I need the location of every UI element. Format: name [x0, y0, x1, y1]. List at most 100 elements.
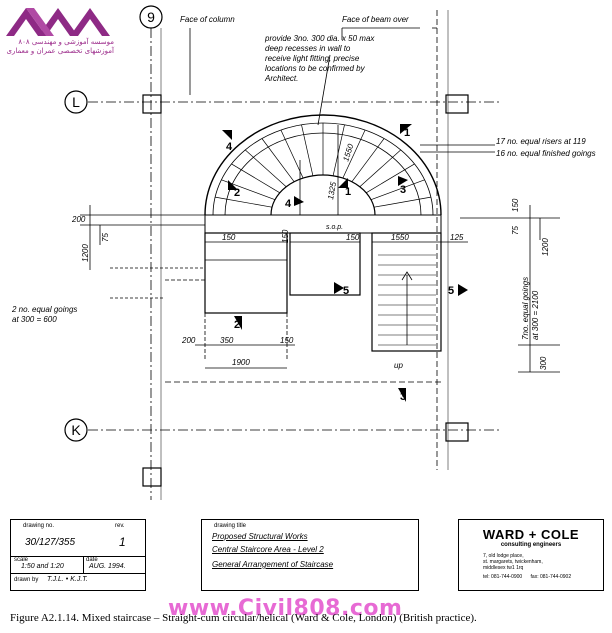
tread-line	[231, 163, 280, 194]
note-goings: 16 no. equal finished goings	[496, 149, 596, 158]
dim-1200-right: 1200	[541, 238, 550, 256]
firm-phone: tel: 081-744-0900 fax: 081-744-0902	[483, 574, 572, 580]
note-up: up	[394, 361, 403, 370]
revision-number: 1	[119, 535, 126, 549]
logo: موسسه آموزشی و مهندسی ۸۰۸ آموزشهای تخصصی…	[2, 2, 114, 68]
dim-350: 350	[220, 336, 234, 345]
dim-150-a: 150	[222, 233, 236, 242]
logo-mark-icon	[6, 8, 110, 36]
drawing-title-line-2: Central Staircore Area - Level 2	[212, 545, 324, 554]
marker-3-right: 3	[400, 184, 406, 196]
watermark: www.Civil808.com	[168, 596, 403, 621]
grid-label-L: L	[72, 94, 80, 110]
drawing-no-label: drawing no.	[23, 523, 55, 529]
tread-line	[342, 129, 366, 179]
dim-1325: 1325	[326, 181, 338, 201]
note-seven-goings-2: at 300 = 2100	[531, 290, 540, 340]
note-recess-3: receive light fitting, precise	[265, 54, 360, 63]
note-recess-4: locations to be confirmed by	[265, 64, 366, 73]
marker-3-bottom: 3	[400, 391, 406, 403]
tread-line	[373, 196, 431, 208]
marker-5-center: 5	[343, 285, 349, 297]
firm-name: WARD + COLE	[482, 527, 580, 542]
dim-75-right: 75	[511, 226, 520, 235]
note-seven-goings-1: 7no. equal goings	[521, 277, 530, 340]
grid-bubble-L: L	[64, 90, 88, 114]
dim-200-bottom: 200	[181, 336, 196, 345]
dim-150-d: 150	[511, 198, 520, 212]
dim-1900: 1900	[232, 358, 250, 367]
dim-1550-arc: 1550	[341, 142, 355, 162]
grid-bubble-K: K	[64, 418, 88, 442]
marker-2-left: 2	[234, 187, 240, 199]
logo-text: موسسه آموزشی و مهندسی ۸۰۸ آموزشهای تخصصی…	[2, 38, 114, 56]
section-markers: 4 1 2 4 1 3 5 5 2 3	[222, 124, 468, 403]
drawing-title-line-1: Proposed Structural Works	[212, 532, 308, 541]
grid-label-9: 9	[147, 9, 155, 25]
note-recess-2: deep recesses in wall to	[265, 44, 351, 53]
dim-1200-left: 1200	[81, 244, 90, 262]
drawing-number: 30/127/355	[25, 537, 76, 548]
logo-line-2: آموزشهای تخصصی عمران و معماری	[6, 47, 114, 55]
dim-200-left: 200	[71, 215, 86, 224]
drawn-by-value: T.J.L. • K.J.T.	[47, 576, 88, 583]
tread-line	[280, 129, 304, 179]
marker-1-top: 1	[404, 127, 410, 139]
tread-line	[244, 149, 287, 187]
note-risers: 17 no. equal risers at 119	[496, 137, 586, 146]
tread-line	[215, 196, 273, 208]
firm-address: 7, old lodge place, st. margarets, twick…	[483, 553, 543, 571]
marker-4-top: 4	[226, 141, 233, 153]
marker-4-mid: 4	[285, 198, 292, 210]
tread-line	[359, 149, 402, 187]
address-line-1: 7, old lodge place,	[483, 553, 524, 559]
tread-line	[370, 179, 425, 201]
central-well	[289, 232, 361, 296]
column-9L	[142, 94, 162, 114]
marker-1-mid: 1	[345, 186, 351, 198]
logo-line-1: موسسه آموزشی و مهندسی ۸۰۸	[18, 38, 114, 46]
tread-line	[366, 163, 415, 194]
titleblock-firm-box: WARD + COLE consulting engineers 7, old …	[458, 519, 604, 591]
marker-2-bottom: 2	[234, 319, 240, 331]
tread-line	[332, 124, 345, 176]
drawing-title-line-3: General Arrangement of Staircase	[212, 560, 334, 569]
drawing-title-label: drawing title	[214, 523, 247, 529]
column-right-L	[445, 94, 469, 114]
straight-flight	[371, 232, 442, 352]
titleblock-number-box: drawing no. rev. 30/127/355 1 scale 1:50…	[10, 519, 146, 591]
rev-label: rev.	[115, 523, 125, 529]
grid-label-K: K	[71, 422, 81, 438]
scale-value: 1:50 and 1:20	[21, 563, 64, 570]
dim-150-e: 150	[280, 336, 294, 345]
tread-line	[301, 124, 314, 176]
dim-150-b: 150	[281, 229, 290, 243]
note-recess-1: provide 3no. 300 dia. x 50 max	[264, 34, 375, 43]
dim-75-left: 75	[101, 233, 110, 242]
dim-125: 125	[450, 233, 464, 242]
grid-bubble-9: 9	[139, 5, 163, 29]
note-two-goings-2: at 300 = 600	[12, 315, 57, 324]
titleblock-title-box: drawing title Proposed Structural Works …	[201, 519, 419, 591]
address-line-2: st. margarets, twickenham,	[483, 559, 543, 565]
column-9-bottom	[142, 467, 162, 487]
note-face-of-column: Face of column	[180, 15, 235, 24]
drawn-by-label: drawn by	[14, 577, 39, 583]
dim-300: 300	[539, 356, 548, 370]
left-landing	[204, 232, 288, 314]
column-right-K	[445, 422, 469, 442]
tread-line	[261, 138, 295, 182]
date-value: AUG. 1994.	[89, 563, 126, 570]
note-face-of-beam: Face of beam over	[342, 15, 409, 24]
dim-150-c: 150	[346, 233, 360, 242]
note-two-goings-1: 2 no. equal goings	[11, 305, 77, 314]
firm-subtitle: consulting engineers	[500, 542, 562, 548]
address-line-3: middlesex tw1 1rq	[483, 565, 524, 571]
figure-caption: Figure A2.1.14. Mixed staircase – Straig…	[10, 612, 477, 624]
marker-5-right: 5	[448, 285, 454, 297]
note-recess-5: Architect.	[264, 74, 298, 83]
note-sop: s.o.p.	[326, 224, 343, 231]
scale-label: scale	[14, 557, 29, 563]
tread-line	[351, 138, 385, 182]
